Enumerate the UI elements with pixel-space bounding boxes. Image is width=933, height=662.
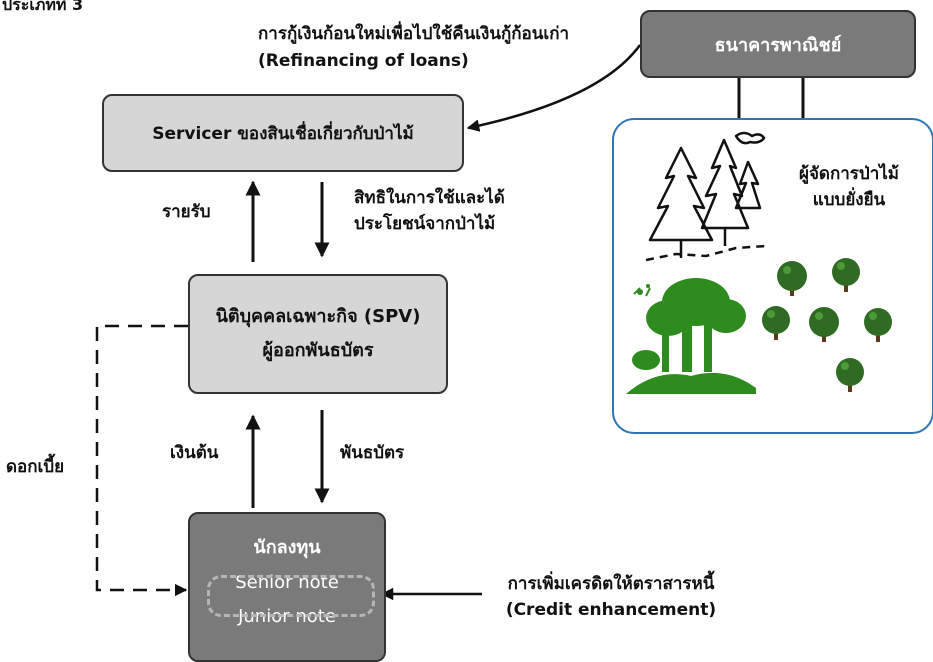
spv-box: นิติบุคคลเฉพาะกิจ (SPV) ผู้ออกพันธบัตร xyxy=(188,274,448,394)
senior-note-highlight xyxy=(207,575,375,617)
refinancing-label-line1: การกู้เงินก้อนใหม่เพื่อไปใช้คืนเงินกู้ก้… xyxy=(258,24,570,44)
refinancing-label-line2: (Refinancing of loans) xyxy=(258,51,469,71)
investor-box: นักลงทุน Senior note Junior note xyxy=(188,512,386,662)
credit-enhancement-label-line2: (Credit enhancement) xyxy=(505,600,717,620)
interest-label: ดอกเบี้ย xyxy=(6,457,65,477)
bonds-label: พันธบัตร xyxy=(340,443,405,463)
investor-title: นักลงทุน xyxy=(253,537,321,558)
servicer-box: Servicer ของสินเชื่อเกี่ยวกับป่าไม้ xyxy=(102,94,464,172)
rights-label-line1: สิทธิในการใช้และได้ xyxy=(354,188,505,208)
forest-manager-panel: ผู้จัดการป่าไม้ แบบยั่งยืน xyxy=(612,118,933,434)
green-forest-illustration xyxy=(626,278,756,394)
bank-label: ธนาคารพาณิชย์ xyxy=(714,34,842,56)
bank-box: ธนาคารพาณิชย์ xyxy=(640,10,916,78)
spv-label-line1: นิติบุคคลเฉพาะกิจ (SPV) xyxy=(215,306,421,327)
servicer-label: Servicer ของสินเชื่อเกี่ยวกับป่าไม้ xyxy=(152,123,414,144)
spv-label-line2: ผู้ออกพันธบัตร xyxy=(262,340,374,361)
principal-label: เงินต้น xyxy=(170,443,219,463)
revenue-label: รายรับ xyxy=(162,202,211,222)
rights-label-line2: ประโยชน์จากป่าไม้ xyxy=(354,214,496,234)
pine-trees-drawing xyxy=(645,131,767,262)
forest-manager-line2: แบบยั่งยืน xyxy=(812,190,886,210)
refinancing-arrow xyxy=(466,44,642,132)
tree-cluster-illustration xyxy=(762,258,892,392)
credit-enhancement-label-line1: การเพิ่มเครดิตให้ตราสารหนี้ xyxy=(507,574,715,594)
interest-dashed-line xyxy=(95,324,188,597)
section-label: ประเภทที่ 3 xyxy=(2,0,84,14)
forest-manager-line1: ผู้จัดการป่าไม้ xyxy=(798,164,900,184)
